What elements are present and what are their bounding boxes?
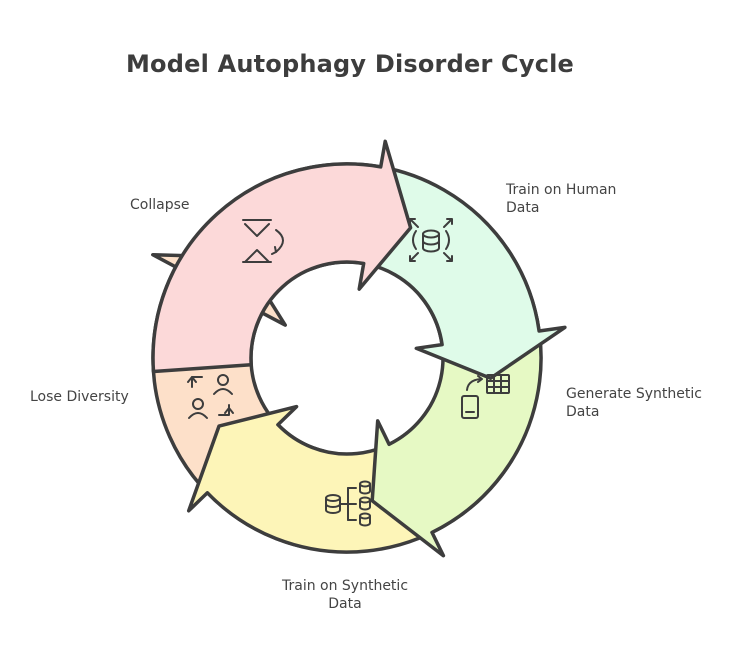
stage-label-generate-synthetic: Generate Synthetic Data xyxy=(566,386,702,420)
phone-table-icon xyxy=(461,374,510,419)
stage-label-collapse: Collapse xyxy=(130,197,190,213)
stage-label-lose-diversity: Lose Diversity xyxy=(30,389,129,405)
database-expand-icon xyxy=(409,218,453,262)
diagram-title: Model Autophagy Disorder Cycle xyxy=(125,50,575,78)
stage-label-train-synthetic: Train on Synthetic Data xyxy=(281,578,409,612)
hourglass-icon xyxy=(242,219,284,263)
database-stack-icon xyxy=(325,480,371,527)
cycle-segment-collapse xyxy=(151,139,413,374)
users-swap-icon xyxy=(187,374,234,419)
stage-label-train-human: Train on Human Data xyxy=(506,182,617,216)
